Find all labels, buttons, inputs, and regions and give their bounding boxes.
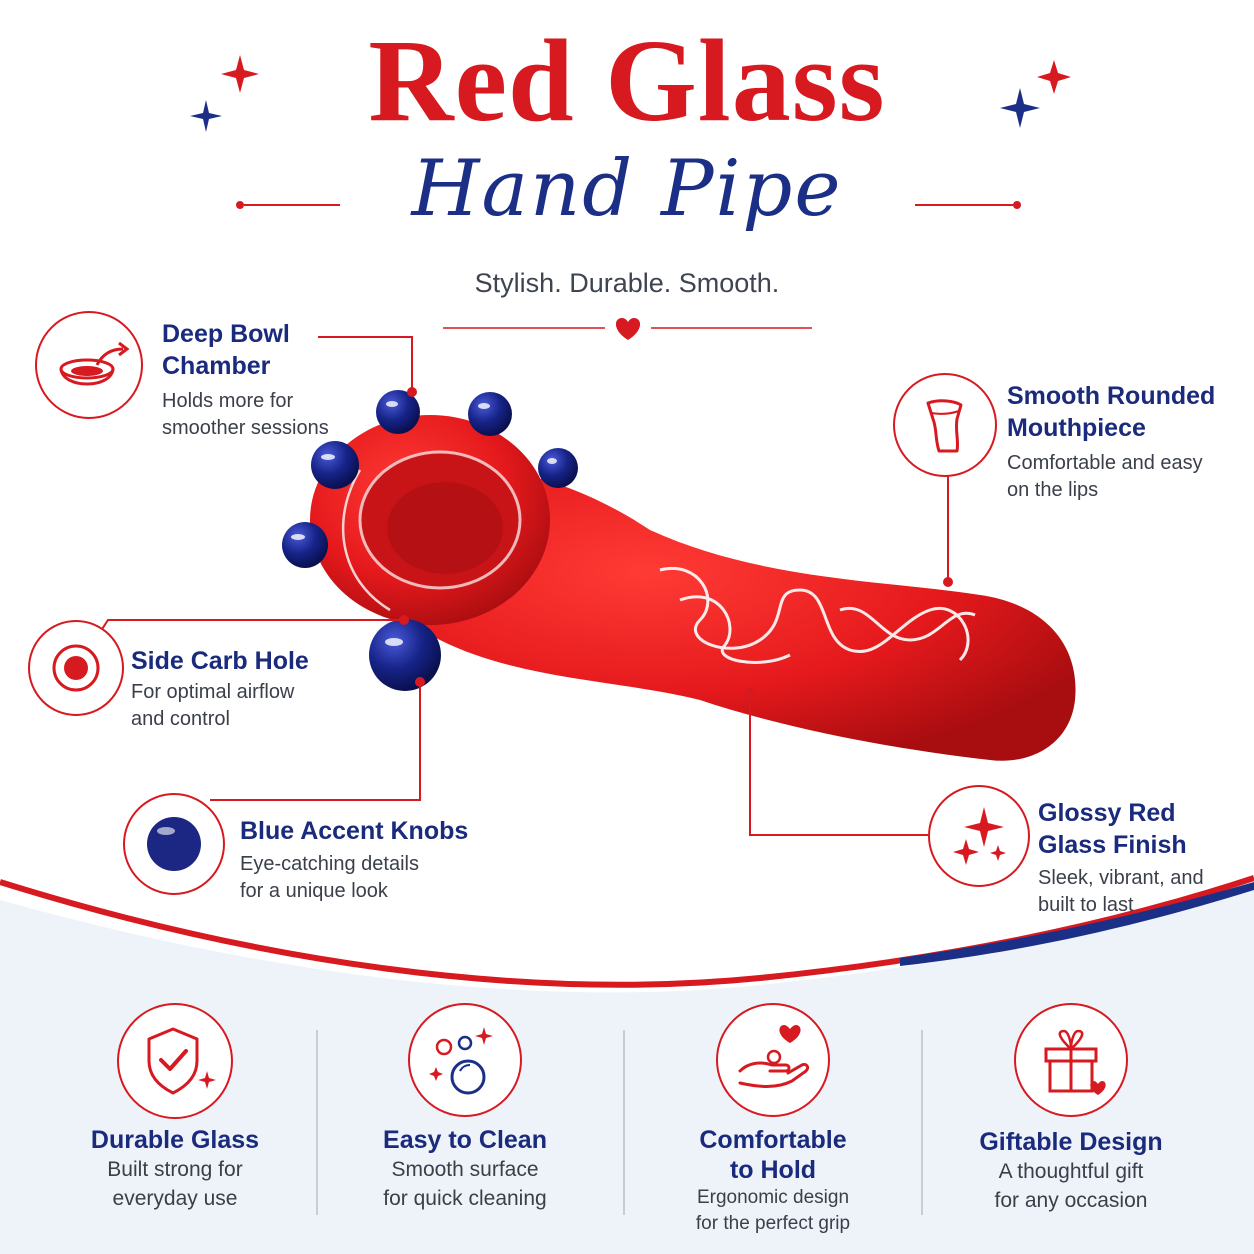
pipe-swirl-decoration: [659, 566, 976, 664]
pipe-blue-knobs: [282, 390, 578, 691]
benefit-clean-desc: Smooth surface: [391, 1158, 539, 1181]
benefit-divider: [623, 1030, 625, 1215]
benefit-gift-desc-2: for any occasion: [994, 1189, 1148, 1212]
feature-finish-desc: Sleek, vibrant, and: [1038, 867, 1204, 889]
feature-carb-text: Side Carb Hole For optimal airflow and c…: [131, 645, 309, 733]
benefit-durable-icon-circle: [117, 1003, 233, 1119]
feature-mouth-desc: Comfortable and easy: [1007, 452, 1203, 474]
bottom-panel-background: [0, 875, 1254, 1254]
product-illustration: [94, 336, 1076, 836]
benefit-clean-title: Easy to Clean: [383, 1126, 547, 1154]
header-decorations: [190, 55, 1071, 340]
tagline: Stylish. Durable. Smooth.: [474, 268, 780, 298]
feature-knobs-icon-circle: [123, 793, 225, 895]
benefit-gift-icon-circle: [1014, 1003, 1128, 1117]
feature-carb-title: Side Carb Hole: [131, 647, 309, 675]
benefit-comfort-icon-circle: [716, 1003, 830, 1117]
benefit-comfort-title: Comfortable: [699, 1126, 847, 1154]
connector-dots: [399, 387, 953, 698]
feature-knobs-text: Blue Accent Knobs Eye-catching details f…: [240, 815, 468, 905]
benefit-divider: [921, 1030, 923, 1215]
sparkle-red-left-icon: [221, 55, 259, 93]
target-icon: [52, 644, 100, 692]
benefit-comfort-title-2: to Hold: [729, 1156, 817, 1184]
feature-mouth-desc-2: on the lips: [1007, 479, 1099, 501]
feature-bowl-desc-2: smoother sessions: [162, 417, 329, 439]
feature-knobs-desc: Eye-catching details: [240, 853, 419, 875]
benefit-durable-desc: Built strong for: [107, 1158, 243, 1181]
feature-mouth-title: Smooth Rounded: [1007, 382, 1216, 410]
feature-knobs-title: Blue Accent Knobs: [240, 817, 469, 845]
page-title: Red Glass: [368, 15, 886, 146]
feature-mouth-title-2: Mouthpiece: [1007, 414, 1146, 442]
benefit-clean: Easy to Clean Smooth surface for quick c…: [320, 1003, 610, 1213]
feature-bowl-title-2: Chamber: [162, 352, 271, 380]
benefit-comfort: Comfortable to Hold Ergonomic design for…: [628, 1003, 918, 1237]
benefit-comfort-desc-2: for the perfect grip: [695, 1213, 851, 1234]
feature-mouth-icon-circle: [893, 373, 997, 477]
feature-finish-desc-2: built to last: [1038, 894, 1134, 916]
sparkle-blue-right-icon: [1000, 88, 1040, 128]
subtitle-divider: [236, 201, 1021, 209]
gift-icon: [1044, 1029, 1106, 1095]
benefit-gift-title: Giftable Design: [979, 1128, 1163, 1156]
pipe-bowl: [310, 415, 550, 625]
feature-finish-text: Glossy Red Glass Finish Sleek, vibrant, …: [1038, 797, 1204, 919]
mouthpiece-icon: [926, 399, 963, 453]
feature-finish-title-2: Glass Finish: [1038, 831, 1187, 859]
feature-finish-title: Glossy Red: [1038, 799, 1176, 827]
feature-bowl-text: Deep Bowl Chamber Holds more for smoothe…: [162, 318, 329, 442]
sparkle-icon: [953, 807, 1006, 865]
shield-check-icon: [147, 1027, 216, 1095]
benefit-durable-desc-2: everyday use: [112, 1187, 238, 1210]
bowl-icon: [59, 341, 130, 386]
feature-bowl-title: Deep Bowl: [162, 320, 290, 348]
benefit-gift: Giftable Design A thoughtful gift for an…: [926, 1003, 1216, 1215]
feature-carb-desc-2: and control: [131, 708, 230, 730]
feature-finish-icon-circle: [928, 785, 1030, 887]
feature-bowl-icon-circle: [35, 311, 143, 419]
feature-bowl-desc: Holds more for: [162, 390, 294, 412]
sparkle-blue-left-icon: [190, 100, 222, 132]
benefit-clean-icon-circle: [408, 1003, 522, 1117]
blue-knob-icon: [147, 817, 201, 871]
feature-knobs-desc-2: for a unique look: [240, 880, 388, 902]
feature-mouth-text: Smooth Rounded Mouthpiece Comfortable an…: [1007, 380, 1215, 504]
feature-carb-desc: For optimal airflow: [131, 681, 295, 703]
benefit-gift-desc: A thoughtful gift: [998, 1160, 1144, 1183]
benefit-clean-desc-2: for quick cleaning: [383, 1187, 547, 1210]
page-subtitle: Hand Pipe: [411, 144, 843, 234]
bubbles-icon: [429, 1027, 493, 1095]
benefit-comfort-desc: Ergonomic design: [696, 1187, 850, 1208]
benefit-durable-title: Durable Glass: [90, 1126, 260, 1154]
tagline-divider: [443, 318, 812, 340]
feature-carb-icon-circle: [28, 620, 124, 716]
heart-icon: [615, 318, 641, 340]
sparkle-red-right-icon: [1037, 60, 1071, 94]
hand-heart-icon: [738, 1025, 810, 1088]
benefit-durable: Durable Glass Built strong for everyday …: [30, 1003, 320, 1213]
connector-lines: [94, 336, 949, 836]
benefit-divider: [316, 1030, 318, 1215]
